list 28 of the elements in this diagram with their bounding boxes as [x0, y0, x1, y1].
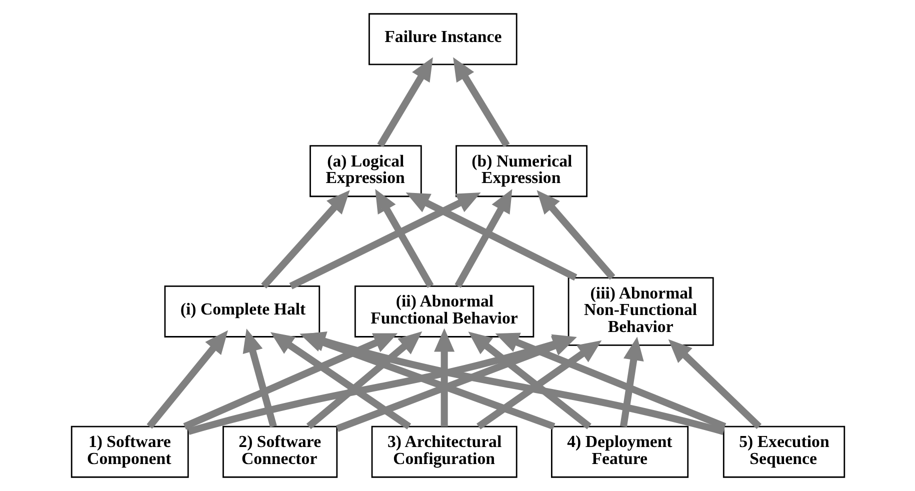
arrow — [405, 192, 577, 281]
node-box: 3) Architectural Configuration — [370, 426, 517, 478]
node-box: (i) Complete Halt — [164, 286, 320, 338]
arrow — [468, 332, 591, 430]
node-box: 5) Execution Sequence — [722, 426, 845, 478]
arrow — [536, 190, 615, 280]
arrow — [260, 190, 350, 288]
arrow — [619, 336, 644, 428]
arrow — [476, 340, 602, 430]
arrow — [306, 331, 422, 430]
arrow — [146, 330, 228, 429]
node-box: Failure Instance — [368, 13, 517, 66]
node-box: (b) Numerical Expression — [455, 145, 587, 198]
node-box: (iii) Abnormal Non-Functional Behavior — [567, 277, 714, 346]
node-box: (a) Logical Expression — [309, 145, 422, 198]
node-box: (ii) Abnormal Functional Behavior — [354, 286, 534, 338]
arrow — [376, 57, 432, 148]
arrow — [434, 328, 454, 426]
arrow — [242, 328, 276, 428]
node-box: 2) Software Connector — [222, 426, 338, 478]
arrow — [288, 192, 480, 290]
arrow — [668, 339, 761, 430]
arrow — [454, 189, 512, 288]
node-box: 4) Deployment Feature — [550, 426, 688, 478]
arrow — [374, 189, 434, 288]
arrow — [335, 336, 576, 432]
arrow — [452, 57, 510, 148]
node-box: 1) Software Component — [70, 426, 188, 478]
